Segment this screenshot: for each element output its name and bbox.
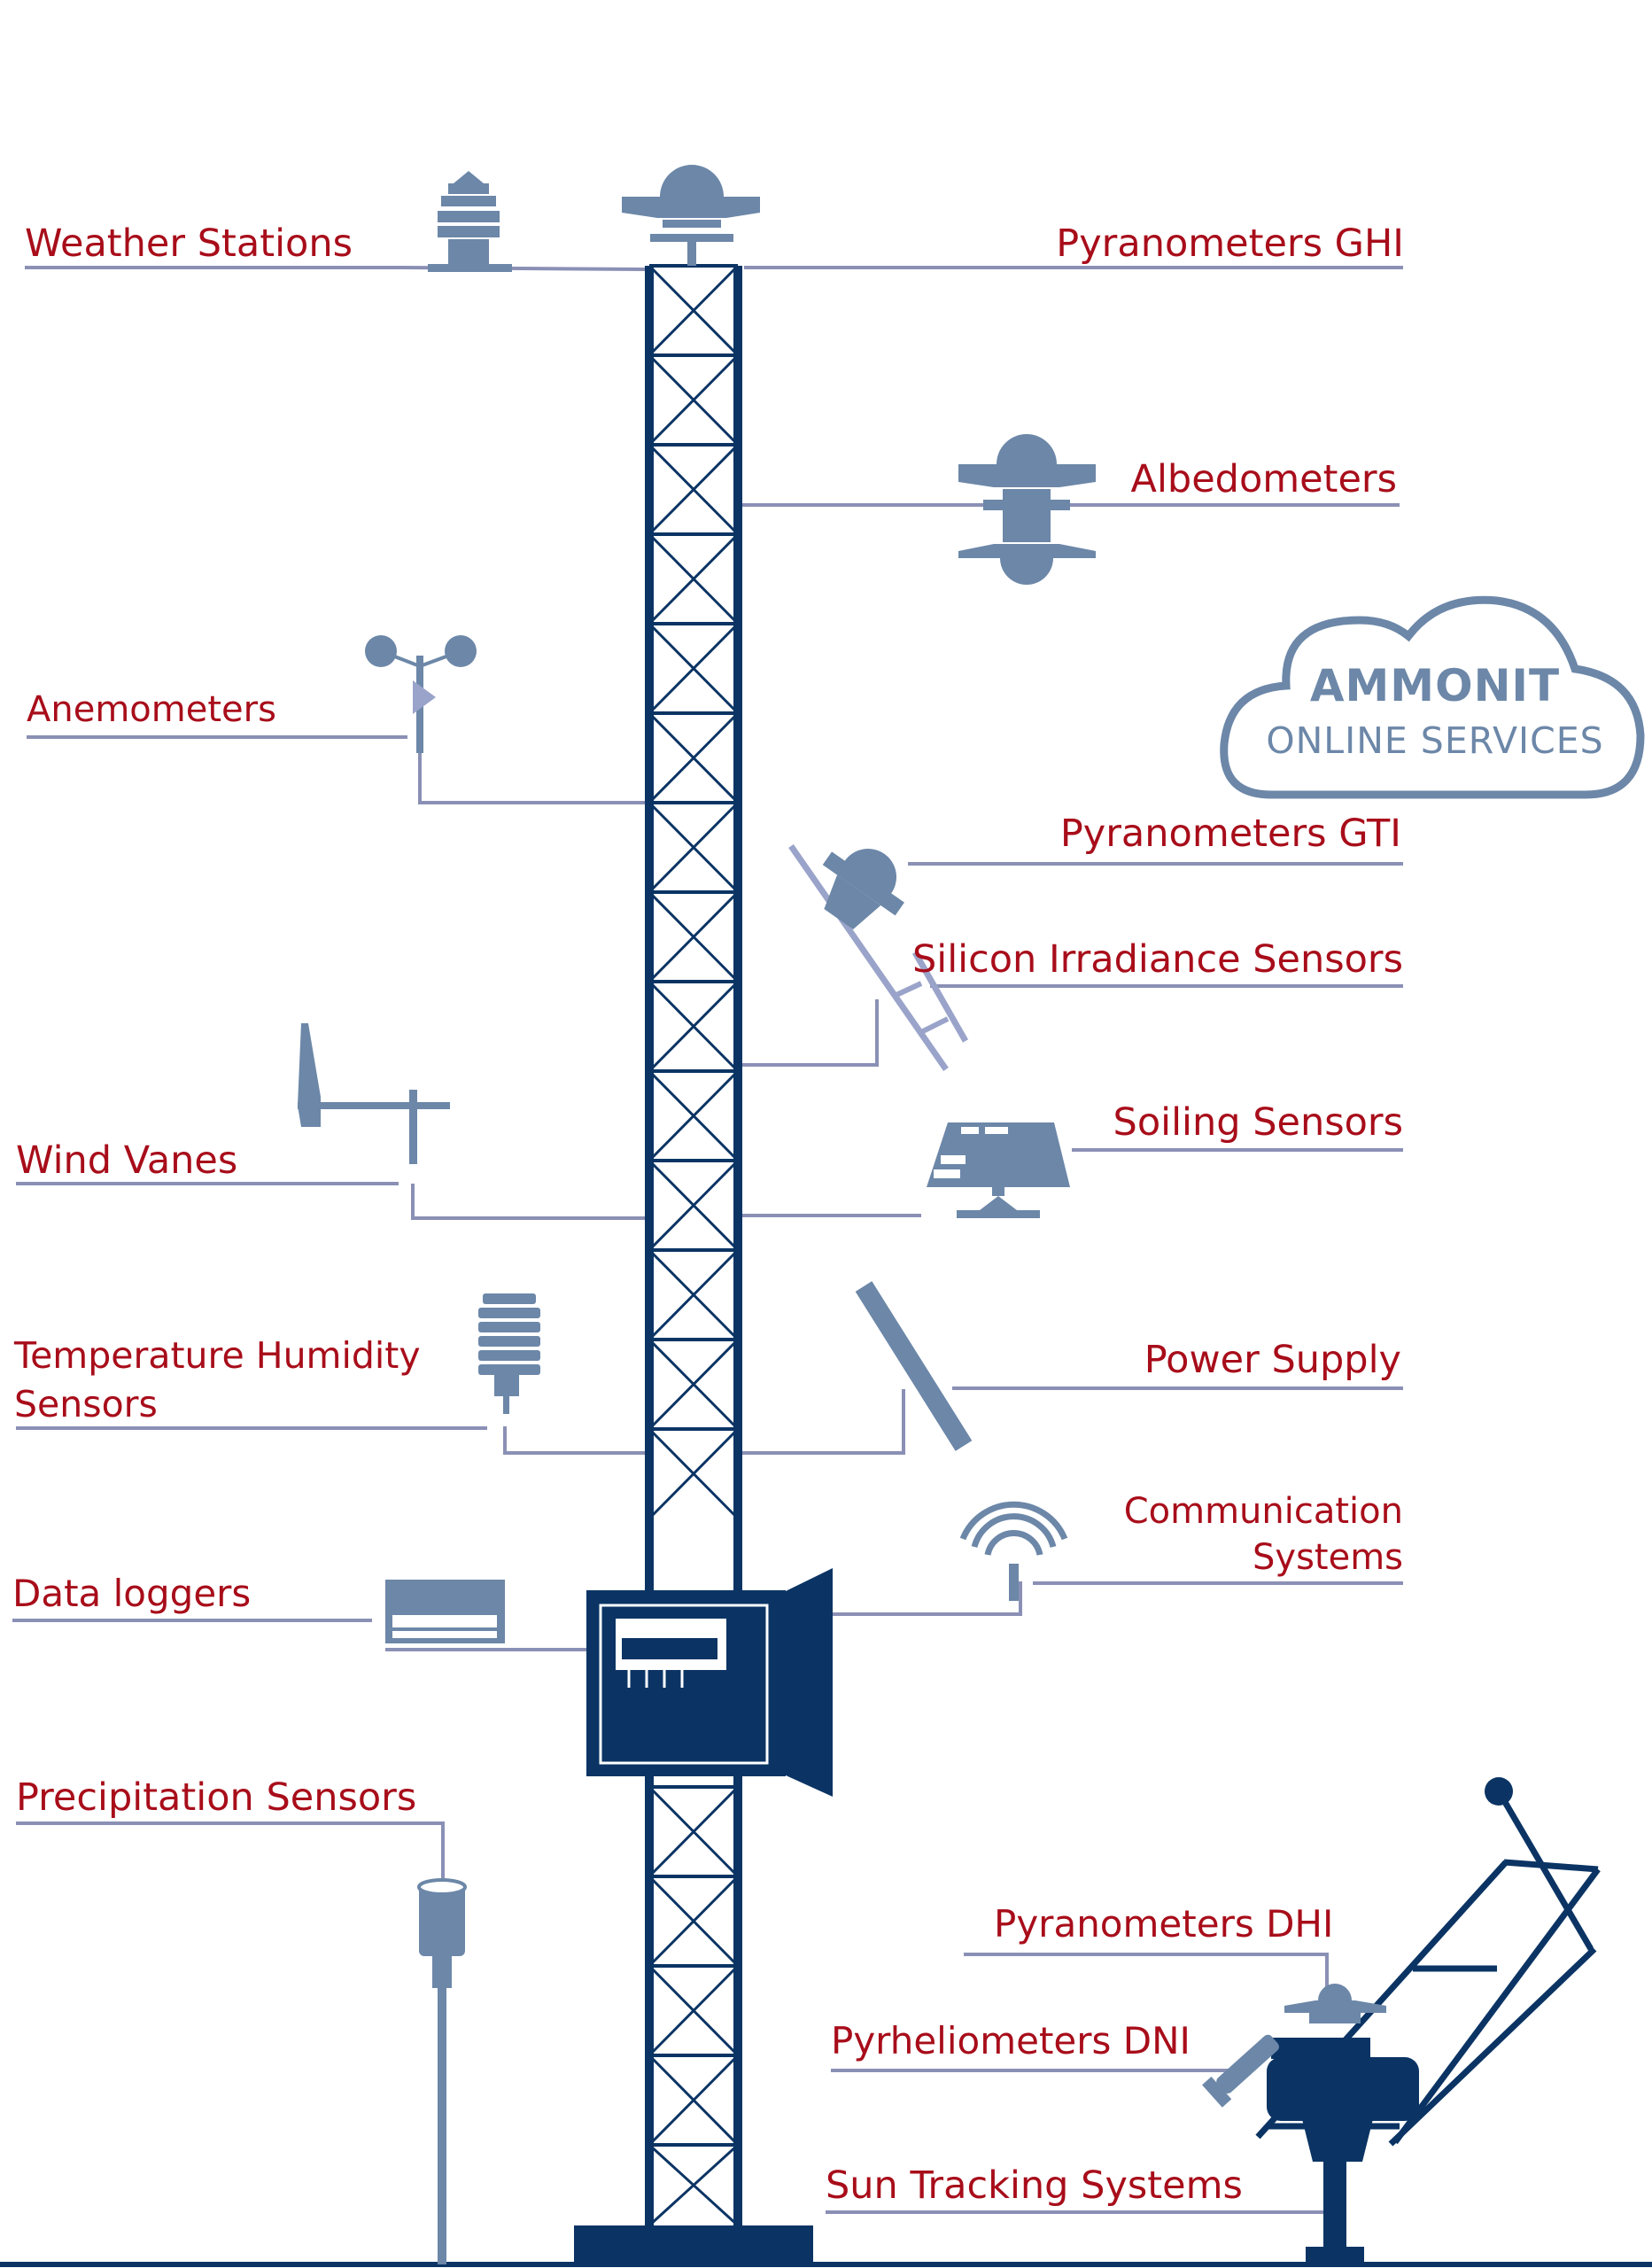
albedometer-icon xyxy=(958,434,1096,585)
label-pyranometers-gti: Pyranometers GTI xyxy=(1059,812,1401,856)
tower-brace xyxy=(648,801,740,894)
logger-cabinet-icon xyxy=(586,1568,833,1797)
tower-brace xyxy=(648,1159,740,1252)
sun-tracker-icon xyxy=(1202,1777,1601,2264)
pyranometer-icon xyxy=(622,165,760,266)
label-pyranometers-ghi: Pyranometers GHI xyxy=(1056,221,1404,266)
tower-brace xyxy=(648,980,740,1073)
tower-brace xyxy=(648,443,740,536)
tower-brace xyxy=(648,1427,740,1520)
leader-lines xyxy=(12,266,1403,2214)
tower-brace xyxy=(648,1785,740,1878)
tower-brace xyxy=(648,1338,740,1431)
tower-brace xyxy=(648,353,740,447)
label-silicon-irradiance-sensors: Silicon Irradiance Sensors xyxy=(911,937,1403,982)
label-soiling-sensors: Soiling Sensors xyxy=(1113,1100,1403,1145)
tower-brace xyxy=(648,711,740,804)
tower-brace xyxy=(648,1964,740,2057)
tower-brace xyxy=(648,1069,740,1162)
label-pyranometers-dhi: Pyranometers DHI xyxy=(994,1902,1334,1946)
weather-station-icon xyxy=(428,171,512,272)
label-weather-stations: Weather Stations xyxy=(25,221,353,266)
data-logger-icon xyxy=(385,1580,505,1643)
temperature-humidity-icon xyxy=(478,1293,540,1414)
rain-gauge-icon xyxy=(417,1878,467,2264)
tower-brace xyxy=(648,2054,740,2147)
label-sun-tracking-systems: Sun Tracking Systems xyxy=(826,2163,1243,2208)
label-precipitation-sensors: Precipitation Sensors xyxy=(16,1775,417,1820)
tower-base xyxy=(574,2225,813,2264)
cloud-icon xyxy=(1220,595,1645,799)
label-communication-systems: Communication Systems xyxy=(1123,1491,1403,1578)
tower-brace xyxy=(648,890,740,983)
tower-brace xyxy=(648,1875,740,1968)
tower-brace xyxy=(648,1248,740,1341)
label-pyrheliometers-dni: Pyrheliometers DNI xyxy=(831,2019,1191,2062)
cloud-service-text: ONLINE SERVICES xyxy=(1266,719,1604,762)
tower-brace xyxy=(648,532,740,625)
tower-brace xyxy=(648,622,740,715)
label-temperature-humidity-sensors: Temperature Humidity Sensors xyxy=(14,1334,421,1425)
tower-brace xyxy=(648,264,740,357)
label-data-loggers: Data loggers xyxy=(12,1572,252,1615)
anemometer-icon xyxy=(365,635,477,753)
label-albedometers: Albedometers xyxy=(1130,457,1397,501)
cloud-brand-text: AMMONIT xyxy=(1309,660,1561,711)
tower-brace xyxy=(648,2143,740,2227)
label-power-supply: Power Supply xyxy=(1144,1338,1401,1382)
tilted-pyranometer-icon xyxy=(788,844,969,1071)
pv-module-icon xyxy=(855,1281,973,1451)
solar-panel-icon xyxy=(927,1122,1070,1218)
wind-vane-icon xyxy=(298,1023,450,1164)
label-wind-vanes: Wind Vanes xyxy=(16,1138,238,1183)
lattice-tower xyxy=(645,264,742,2227)
label-anemometers: Anemometers xyxy=(27,689,276,730)
antenna-icon xyxy=(959,1501,1068,1601)
